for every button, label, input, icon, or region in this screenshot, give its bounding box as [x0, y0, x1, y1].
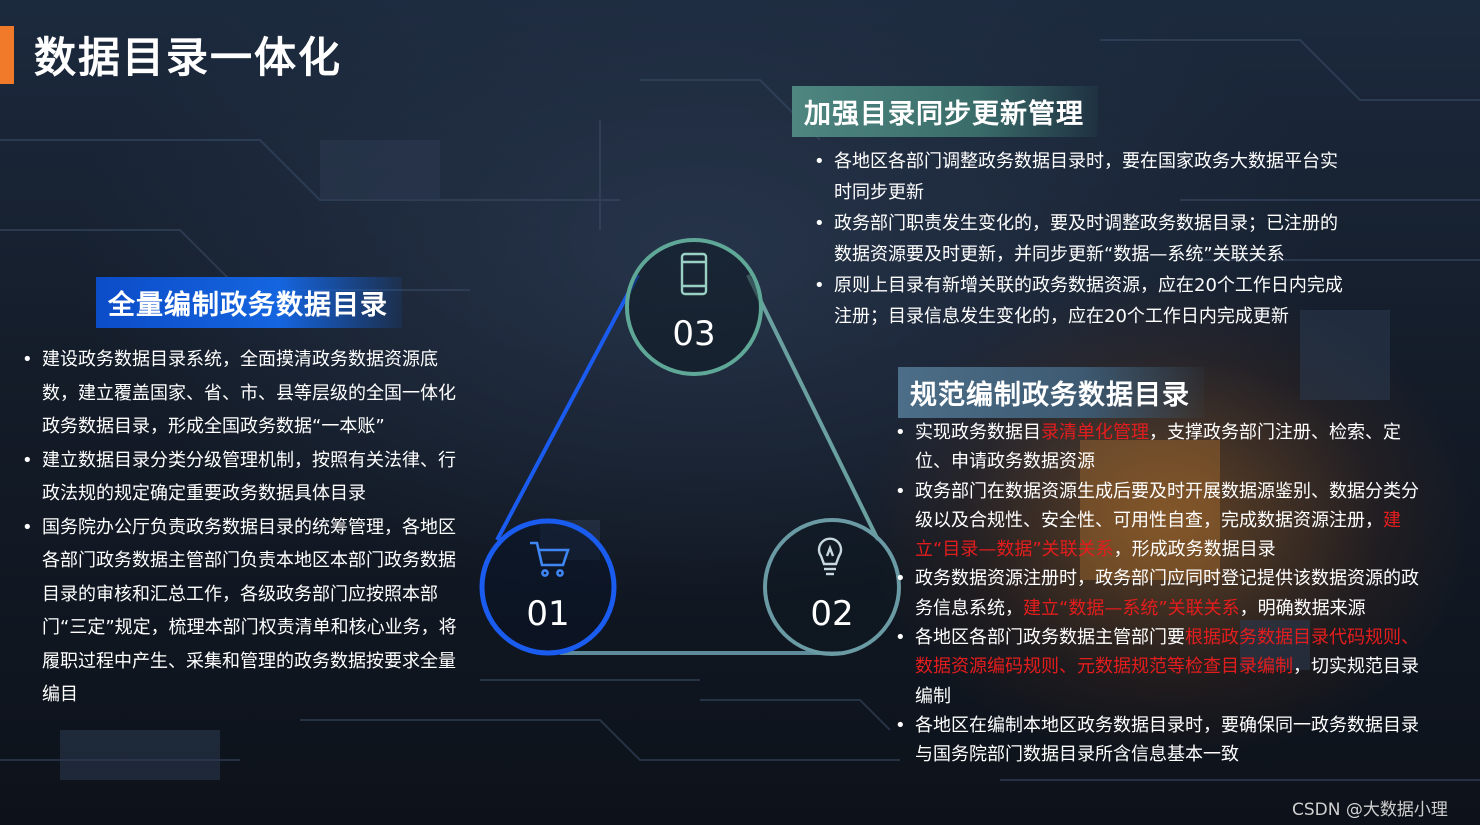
text-run: 各地区各部门政务数据主管部门要: [915, 627, 1185, 649]
text-run: 政务数据资源注册时，政务部门应同时登记提供该数据资源的政务信息系统，: [915, 568, 1419, 619]
text-run: ，形成政务数据目录: [1113, 539, 1276, 561]
list-item: 建设政务数据目录系统，全面摸清政务数据资源底数，建立覆盖国家、省、市、县等层级的…: [20, 343, 460, 444]
text-run: ，切实规范目录编制: [915, 656, 1419, 707]
highlight-text: 建立“数据—系统”关联关系: [1023, 597, 1240, 619]
text-run: 实现政务数据目: [915, 422, 1041, 443]
highlight-text: 建立“目录—数据”关联关系: [915, 509, 1401, 561]
node-01-circle: [479, 518, 617, 656]
list-item: 政务部门职责发生变化的，要及时调整政务数据目录；已注册的数据资源要及时更新，并同…: [812, 208, 1352, 270]
list-item: 各地区各部门调整政务数据目录时，要在国家政务大数据平台实时同步更新: [812, 146, 1352, 208]
text-run: ，支撑政务部门注册、检索、定位、申请政务数据资源: [915, 422, 1401, 473]
edge-01-03: [495, 274, 640, 541]
highlight-text: 录清单化管理: [1041, 422, 1149, 443]
list-item: 原则上目录有新增关联的政务数据资源，应在20个工作日内完成注册；目录信息发生变化…: [812, 270, 1352, 332]
watermark: CSDN @大数据小理: [1292, 800, 1448, 820]
list-item: 政务部门在数据资源生成后要及时开展数据源鉴别、数据分类分级以及合规性、安全性、可…: [893, 477, 1433, 565]
list-item: 政务数据资源注册时，政务部门应同时登记提供该数据资源的政务信息系统，建立“数据—…: [893, 564, 1433, 623]
section-heading-right: 规范编制政务数据目录: [898, 367, 1204, 418]
node-01-number: 01: [526, 594, 569, 634]
page-title: 数据目录一体化: [34, 33, 343, 82]
edge-03-02: [746, 274, 880, 541]
text-run: ，明确数据来源: [1239, 597, 1366, 619]
node-02-number: 02: [810, 594, 853, 634]
section-heading-top: 加强目录同步更新管理: [792, 86, 1098, 137]
shopping-cart-icon: [530, 541, 570, 577]
bullet-list-left: 建设政务数据目录系统，全面摸清政务数据资源底数，建立覆盖国家、省、市、县等层级的…: [20, 343, 460, 712]
section-heading-left: 全量编制政务数据目录: [96, 277, 402, 328]
title-accent-bar: [0, 26, 14, 84]
lightbulb-icon: [817, 537, 843, 576]
bullet-list-right: 实现政务数据目录清单化管理，支撑政务部门注册、检索、定位、申请政务数据资源 政务…: [893, 418, 1433, 770]
node-03-number: 03: [672, 314, 715, 354]
text-run: 政务部门在数据资源生成后要及时开展数据源鉴别、数据分类分级以及合规性、安全性、可…: [915, 480, 1419, 531]
list-item: 国务院办公厅负责政务数据目录的统筹管理，各地区各部门政务数据主管部门负责本地区本…: [20, 511, 460, 712]
list-item: 各地区各部门政务数据主管部门要根据政务数据目录代码规则、数据资源编码规则、元数据…: [893, 623, 1433, 711]
smartphone-icon: [680, 252, 708, 296]
highlight-text: 根据政务数据目录代码规则、数据资源编码规则、元数据规范等检查目录编制: [915, 627, 1419, 678]
list-item: 建立数据目录分类分级管理机制，按照有关法律、行政法规的规定确定重要政务数据具体目…: [20, 444, 460, 511]
list-item: 实现政务数据目录清单化管理，支撑政务部门注册、检索、定位、申请政务数据资源: [893, 418, 1433, 477]
list-item: 各地区在编制本地区政务数据目录时，要确保同一政务数据目录与国务院部门数据目录所含…: [893, 711, 1433, 770]
bullet-list-top: 各地区各部门调整政务数据目录时，要在国家政务大数据平台实时同步更新 政务部门职责…: [812, 146, 1352, 332]
node-03-circle: [625, 238, 763, 376]
